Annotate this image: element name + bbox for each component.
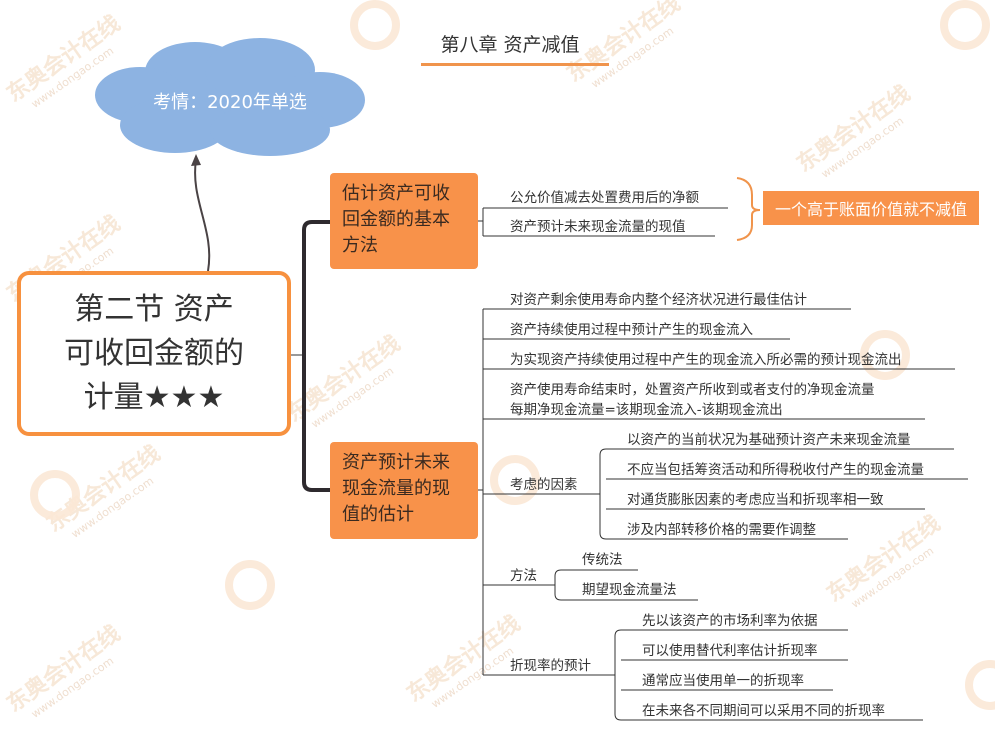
watermark-logo-icon: [965, 660, 995, 710]
leaf-item[interactable]: 期望现金流量法: [582, 582, 677, 598]
watermark-logo-icon: [225, 560, 275, 610]
leaf-item[interactable]: 通常应当使用单一的折现率: [642, 673, 804, 689]
cloud-shape: [95, 38, 365, 156]
leaf-item[interactable]: 对通货膨胀因素的考虑应当和折现率相一致: [627, 492, 884, 508]
leaf-item[interactable]: 可以使用替代利率估计折现率: [642, 643, 818, 659]
watermark-logo-icon: [860, 330, 910, 380]
leaf-item[interactable]: 资产持续使用过程中预计产生的现金流入: [510, 322, 753, 338]
branch-label: 资产预计未来现金流量的现值的估计: [342, 452, 450, 525]
branch-basic-method[interactable]: 估计资产可收回金额的基本方法: [330, 173, 478, 269]
leaf-item[interactable]: 资产使用寿命结束时，处置资产所收到或者支付的净现金流量: [510, 382, 875, 398]
exam-note-cloud: 考情：2020年单选: [153, 92, 307, 113]
leaf-item[interactable]: 对资产剩余使用寿命内整个经济状况进行最佳估计: [510, 292, 807, 308]
root-topic[interactable]: 第二节 资产可收回金额的计量★★★: [17, 271, 291, 436]
leaf-item[interactable]: 涉及内部转移价格的需要作调整: [627, 522, 816, 538]
watermark-logo-icon: [30, 470, 80, 520]
leaf-item[interactable]: 为实现资产持续使用过程中产生的现金流入所必需的预计现金流出: [510, 352, 902, 368]
watermark-logo-icon: [350, 0, 400, 50]
summary-note[interactable]: 一个高于账面价值就不减值: [763, 191, 979, 225]
watermark-logo-icon: [490, 455, 540, 505]
leaf-item[interactable]: 在未来各不同期间可以采用不同的折现率: [642, 703, 885, 719]
title-underline: [421, 63, 609, 66]
branch-label: 估计资产可收回金额的基本方法: [342, 183, 450, 256]
subtopic-discount-rate[interactable]: 折现率的预计: [510, 658, 591, 674]
branch-present-value-estimate[interactable]: 资产预计未来现金流量的现值的估计: [330, 442, 478, 539]
subtopic-factors[interactable]: 考虑的因素: [510, 477, 578, 493]
leaf-item[interactable]: 不应当包括筹资活动和所得税收付产生的现金流量: [627, 462, 924, 478]
leaf-item[interactable]: 以资产的当前状况为基础预计资产未来现金流量: [627, 432, 911, 448]
leaf-present-value[interactable]: 资产预计未来现金流量的现值: [510, 219, 686, 235]
root-topic-label: 第二节 资产可收回金额的计量★★★: [64, 291, 244, 415]
watermark-logo-icon: [940, 0, 990, 50]
leaf-item[interactable]: 先以该资产的市场利率为依据: [642, 613, 818, 629]
page-title: 第八章 资产减值: [440, 34, 580, 56]
leaf-item[interactable]: 每期净现金流量=该期现金流入-该期现金流出: [510, 402, 783, 418]
leaf-fair-value[interactable]: 公允价值减去处置费用后的净额: [510, 190, 699, 206]
leaf-item[interactable]: 传统法: [582, 552, 623, 568]
subtopic-methods[interactable]: 方法: [510, 568, 537, 584]
